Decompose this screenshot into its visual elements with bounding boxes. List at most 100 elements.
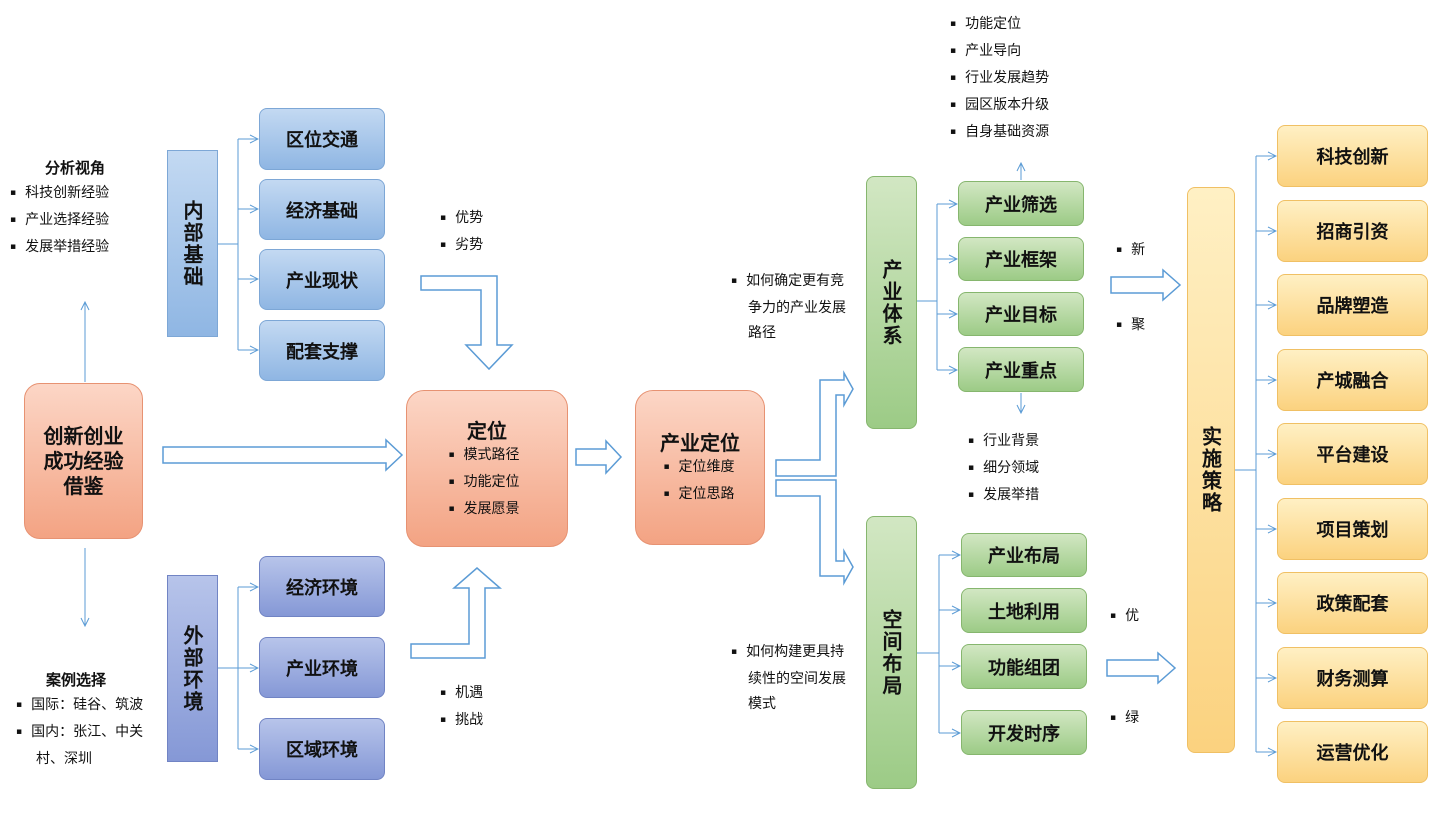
internal-item-label: 配套支撑 bbox=[286, 341, 358, 363]
analysis-title: 分析视角 bbox=[44, 159, 105, 177]
spatial-item-label: 土地利用 bbox=[988, 601, 1060, 623]
new-note: 新 bbox=[1116, 238, 1145, 265]
internal-item-label: 经济基础 bbox=[286, 200, 358, 222]
strategy-item-label: 运营优化 bbox=[1316, 743, 1389, 764]
strategy-item-label: 政策配套 bbox=[1316, 594, 1389, 615]
block-arrow-industry-to-strategy bbox=[1110, 268, 1182, 302]
strategy-item-operations[interactable]: 运营优化 bbox=[1277, 721, 1428, 783]
spatial-side-note-excellent: 优 bbox=[1110, 604, 1139, 631]
external-env-label: 外部环境 bbox=[180, 624, 204, 713]
analysis-item: 发展举措经验 bbox=[10, 235, 150, 262]
external-env-label-box[interactable]: 外部环境 bbox=[167, 575, 218, 762]
main-experience-label: 创新创业成功经验借鉴 bbox=[43, 423, 124, 498]
spatial-item-land-use[interactable]: 土地利用 bbox=[961, 588, 1087, 633]
industry-top-note: 自身基础资源 bbox=[950, 120, 1049, 147]
internal-item-label: 产业现状 bbox=[286, 270, 358, 292]
positioning-item: 发展愿景 bbox=[448, 497, 520, 524]
spatial-layout-label-box[interactable]: 空间布局 bbox=[866, 516, 917, 789]
strategy-item-label: 项目策划 bbox=[1316, 520, 1389, 541]
internal-item-support[interactable]: 配套支撑 bbox=[259, 320, 385, 381]
strategy-item-project-planning[interactable]: 项目策划 bbox=[1277, 498, 1428, 560]
industry-bottom-note: 发展举措 bbox=[968, 483, 1039, 510]
excellent-note: 优 bbox=[1110, 604, 1139, 631]
case-selection-block: 案例选择 国际：硅谷、筑波 国内：张江、中关村、深圳 bbox=[16, 668, 146, 772]
internal-basis-label-box[interactable]: 内部基础 bbox=[167, 150, 218, 337]
strategy-item-platform[interactable]: 平台建设 bbox=[1277, 423, 1428, 485]
industry-item-label: 产业筛选 bbox=[985, 194, 1057, 216]
industry-question-text: 如何确定更有竞争力的产业发展路径 bbox=[731, 269, 856, 346]
external-item-label: 产业环境 bbox=[286, 658, 358, 680]
spatial-item-label: 开发时序 bbox=[988, 723, 1060, 745]
analysis-perspective-block: 分析视角 科技创新经验 产业选择经验 发展举措经验 bbox=[10, 156, 150, 262]
industry-system-label: 产业体系 bbox=[879, 258, 903, 347]
spatial-item-development-sequence[interactable]: 开发时序 bbox=[961, 710, 1087, 755]
external-item-label: 区域环境 bbox=[286, 740, 358, 761]
external-notes: 机遇 挑战 bbox=[440, 681, 483, 735]
industry-top-note: 园区版本升级 bbox=[950, 93, 1049, 120]
internal-notes: 优势 劣势 bbox=[440, 206, 483, 260]
internal-item-location-traffic[interactable]: 区位交通 bbox=[259, 108, 385, 170]
industry-item-screening[interactable]: 产业筛选 bbox=[958, 181, 1084, 226]
spatial-item-label: 功能组团 bbox=[988, 657, 1060, 679]
positioning-item: 模式路径 bbox=[448, 443, 520, 470]
strategy-item-finance[interactable]: 财务测算 bbox=[1277, 647, 1428, 709]
strategy-label-box[interactable]: 实施策略 bbox=[1187, 187, 1235, 753]
industry-item-label: 产业框架 bbox=[985, 250, 1057, 271]
strategy-item-label: 品牌塑造 bbox=[1316, 296, 1389, 317]
strategy-label: 实施策略 bbox=[1198, 426, 1223, 514]
industry-positioning-box[interactable]: 产业定位 定位维度 定位思路 bbox=[635, 390, 765, 545]
strategy-item-label: 财务测算 bbox=[1316, 669, 1389, 690]
internal-basis-label: 内部基础 bbox=[180, 199, 204, 288]
industry-item-label: 产业重点 bbox=[985, 360, 1057, 382]
industry-item-framework[interactable]: 产业框架 bbox=[958, 237, 1084, 281]
spatial-question-text: 如何构建更具持续性的空间发展模式 bbox=[731, 640, 856, 717]
industry-positioning-title: 产业定位 bbox=[660, 431, 740, 455]
internal-item-economic-basis[interactable]: 经济基础 bbox=[259, 179, 385, 240]
strategy-item-branding[interactable]: 品牌塑造 bbox=[1277, 274, 1428, 336]
spatial-item-industry-layout[interactable]: 产业布局 bbox=[961, 533, 1087, 577]
industry-positioning-item: 定位维度 bbox=[663, 455, 735, 482]
external-item-economic-env[interactable]: 经济环境 bbox=[259, 556, 385, 617]
external-item-label: 经济环境 bbox=[286, 577, 358, 599]
industry-item-focus[interactable]: 产业重点 bbox=[958, 347, 1084, 392]
industry-system-label-box[interactable]: 产业体系 bbox=[866, 176, 917, 429]
industry-bottom-note: 细分领域 bbox=[968, 456, 1039, 483]
strategy-item-city-industry[interactable]: 产城融合 bbox=[1277, 349, 1428, 411]
external-item-regional-env[interactable]: 区域环境 bbox=[259, 718, 385, 780]
positioning-item: 功能定位 bbox=[448, 470, 520, 497]
spatial-layout-label: 空间布局 bbox=[879, 608, 903, 697]
block-arrow-main-to-positioning bbox=[162, 438, 404, 472]
internal-item-label: 区位交通 bbox=[286, 130, 358, 151]
industry-side-note-new: 新 bbox=[1116, 238, 1145, 265]
industry-item-target[interactable]: 产业目标 bbox=[958, 292, 1084, 336]
industry-bottom-notes: 行业背景 细分领域 发展举措 bbox=[968, 429, 1039, 510]
opportunity-note: 机遇 bbox=[440, 681, 483, 708]
industry-top-notes: 功能定位 产业导向 行业发展趋势 园区版本升级 自身基础资源 bbox=[950, 12, 1049, 147]
main-experience-box[interactable]: 创新创业成功经验借鉴 bbox=[24, 383, 143, 539]
internal-item-industry-status[interactable]: 产业现状 bbox=[259, 249, 385, 310]
industry-top-note: 产业导向 bbox=[950, 39, 1049, 66]
industry-item-label: 产业目标 bbox=[985, 305, 1057, 326]
weakness-note: 劣势 bbox=[440, 233, 483, 260]
spatial-side-note-green: 绿 bbox=[1110, 706, 1139, 733]
strategy-item-tech-innovation[interactable]: 科技创新 bbox=[1277, 125, 1428, 187]
strategy-item-policy[interactable]: 政策配套 bbox=[1277, 572, 1428, 634]
industry-positioning-item: 定位思路 bbox=[663, 482, 735, 509]
spatial-item-label: 产业布局 bbox=[988, 546, 1060, 567]
industry-top-note: 行业发展趋势 bbox=[950, 66, 1049, 93]
strategy-item-label: 科技创新 bbox=[1316, 147, 1389, 168]
industry-question: 如何确定更有竞争力的产业发展路径 bbox=[731, 269, 856, 346]
block-arrow-spatial-to-strategy bbox=[1106, 651, 1177, 685]
industry-side-note-gather: 聚 bbox=[1116, 313, 1145, 340]
spatial-item-function-cluster[interactable]: 功能组团 bbox=[961, 644, 1087, 689]
block-arrow-to-industry-system bbox=[775, 370, 854, 477]
block-arrow-positioning-to-industry bbox=[575, 439, 623, 475]
positioning-box[interactable]: 定位 模式路径 功能定位 发展愿景 bbox=[406, 390, 568, 547]
block-arrow-internal-to-positioning bbox=[420, 275, 514, 371]
external-item-industry-env[interactable]: 产业环境 bbox=[259, 637, 385, 698]
green-note: 绿 bbox=[1110, 706, 1139, 733]
block-arrow-to-spatial-layout bbox=[775, 479, 854, 586]
case-item: 国际：硅谷、筑波 bbox=[16, 693, 146, 720]
strategy-item-investment[interactable]: 招商引资 bbox=[1277, 200, 1428, 262]
